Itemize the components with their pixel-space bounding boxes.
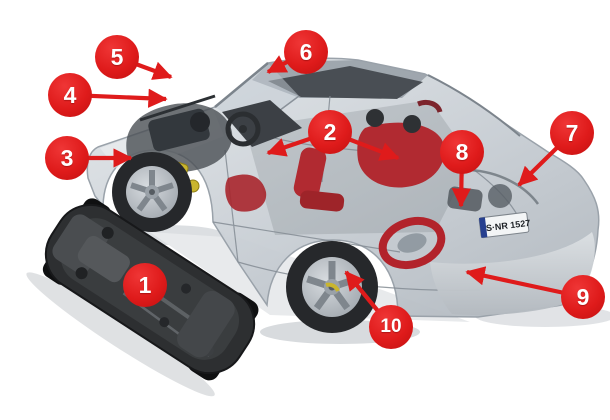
callout-badge-3[interactable]: 3 xyxy=(45,136,89,180)
sunroof-glass xyxy=(268,66,423,99)
callout-badge-8[interactable]: 8 xyxy=(440,130,484,174)
callout-badge-2[interactable]: 2 xyxy=(308,110,352,154)
callout-number: 2 xyxy=(323,118,337,145)
callout-badge-4[interactable]: 4 xyxy=(48,73,92,117)
callout-number: 6 xyxy=(299,38,313,65)
dashboard xyxy=(222,100,302,147)
callout-badge-7[interactable]: 7 xyxy=(550,111,594,155)
callout-number: 7 xyxy=(565,119,579,146)
callout-number: 1 xyxy=(138,271,152,298)
callout-number: 9 xyxy=(576,283,590,310)
license-plate: S·NR 1527 xyxy=(478,211,531,239)
rear-headrest xyxy=(403,115,421,133)
callout-number: 5 xyxy=(110,43,124,70)
rear-bumper xyxy=(430,232,595,316)
steering-wheel xyxy=(225,111,261,147)
front-wheel xyxy=(112,152,192,232)
callout-badge-9[interactable]: 9 xyxy=(561,275,605,319)
tail-light xyxy=(378,216,446,270)
callout-number: 4 xyxy=(63,81,77,108)
callout-number: 10 xyxy=(380,316,402,337)
rear-brake-caliper xyxy=(325,282,340,292)
interior-seats xyxy=(225,99,445,212)
callout-badge-10[interactable]: 10 xyxy=(369,305,413,349)
rear-headrest xyxy=(366,109,384,127)
callout-badge-1[interactable]: 1 xyxy=(123,263,167,307)
callout-badge-6[interactable]: 6 xyxy=(284,30,328,74)
callout-number: 3 xyxy=(60,144,74,171)
callout-number: 8 xyxy=(455,138,469,165)
car-body: S·NR 1527 xyxy=(86,57,600,333)
callout-badge-5[interactable]: 5 xyxy=(95,35,139,79)
